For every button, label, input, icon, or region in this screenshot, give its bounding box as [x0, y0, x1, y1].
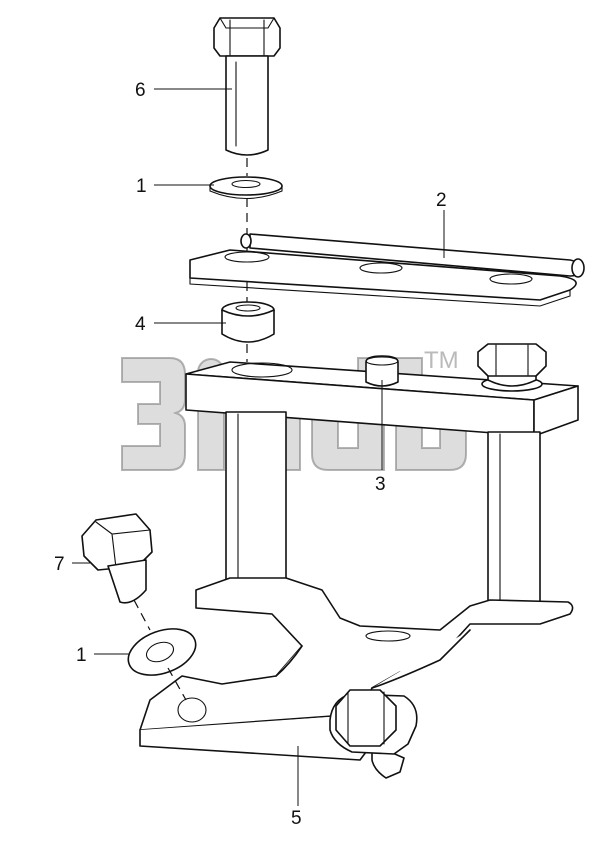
post-right	[487, 431, 541, 613]
callout-3: 3	[375, 474, 386, 495]
bolt-lower-right	[329, 689, 418, 755]
callout-1-bottom: 1	[76, 645, 87, 666]
callout-6: 6	[135, 80, 146, 101]
bracket-5	[139, 577, 574, 779]
callout-4: 4	[135, 314, 146, 335]
callout-1-top: 1	[136, 176, 147, 197]
callout-2: 2	[436, 190, 447, 211]
hinge-plate-2	[189, 233, 585, 307]
callout-5: 5	[291, 808, 302, 829]
callout-7: 7	[54, 554, 65, 575]
mounting-block	[185, 361, 579, 437]
post-left	[225, 411, 287, 593]
washer-1-bottom	[127, 628, 197, 676]
bolt-7	[81, 513, 153, 604]
bolt-top-right	[477, 343, 547, 392]
bushing-4	[221, 301, 275, 343]
washer-1-top	[209, 176, 283, 199]
trademark-label: TM	[424, 347, 459, 374]
pin-3	[365, 355, 399, 387]
bolt-6	[213, 17, 281, 156]
